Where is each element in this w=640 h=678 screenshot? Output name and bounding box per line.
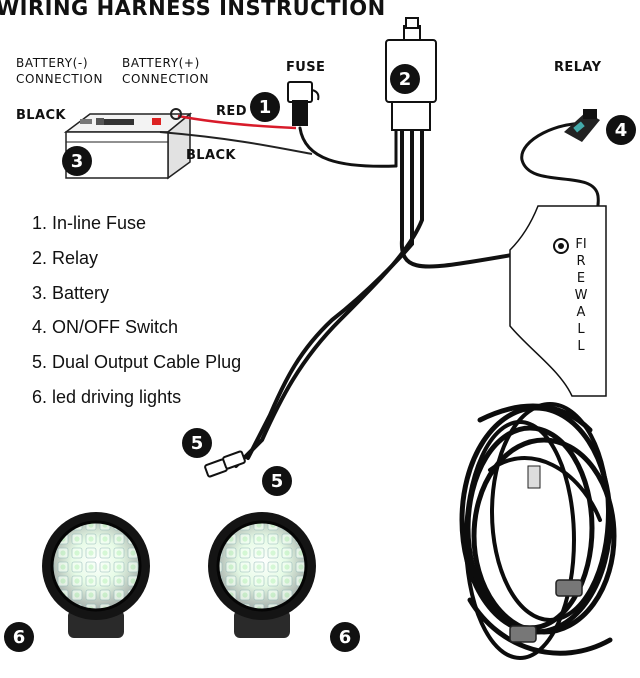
battery-neg-sub-label: CONNECTION xyxy=(16,72,104,86)
badge-plug-left: 5 xyxy=(182,428,212,458)
badge-light-right: 6 xyxy=(330,622,360,652)
black-label-left: BLACK xyxy=(16,108,66,123)
legend-item-relay: 2. Relay xyxy=(32,247,99,268)
legend-item-lights: 6. led driving lights xyxy=(32,386,182,407)
firewall-label: FIREWALL xyxy=(574,237,588,354)
legend-item-plug: 5. Dual Output Cable Plug xyxy=(32,352,242,373)
battery-pos-label: BATTERY(+) xyxy=(122,56,200,70)
badge-battery: 3 xyxy=(62,146,92,176)
badge-relay: 2 xyxy=(390,64,420,94)
ring-terminal-icon xyxy=(170,108,182,120)
badge-plug-right: 5 xyxy=(262,466,292,496)
page-title: WIRING HARNESS INSTRUCTION xyxy=(0,0,386,20)
badge-light-left: 6 xyxy=(4,622,34,652)
dual-output-plug-icon xyxy=(204,450,246,478)
ground-wire xyxy=(159,131,313,155)
fuse-label: FUSE xyxy=(286,60,326,75)
badge-switch: 4 xyxy=(606,115,636,145)
black-label-bottom: BLACK xyxy=(186,148,236,163)
fuse-holder-icon xyxy=(287,81,320,126)
legend-item-fuse: 1. In-line Fuse xyxy=(32,213,147,233)
relay-label: RELAY xyxy=(554,60,602,75)
battery-neg-label: BATTERY(-) xyxy=(16,56,89,70)
battery-icon xyxy=(63,112,193,180)
red-label: RED xyxy=(216,104,247,119)
firewall-panel xyxy=(509,205,607,397)
component-legend: 1. In-line Fuse 2. Relay 3. Battery 4. O… xyxy=(32,208,241,417)
legend-item-battery: 3. Battery xyxy=(32,282,110,303)
harness-connectors xyxy=(509,465,583,643)
legend-item-switch: 4. ON/OFF Switch xyxy=(32,317,179,338)
battery-pos-sub-label: CONNECTION xyxy=(122,72,210,86)
red-wire xyxy=(177,114,297,130)
harness-coil-icon xyxy=(459,402,617,660)
badge-fuse: 1 xyxy=(250,92,280,122)
switch-icon xyxy=(564,109,600,142)
led-light-left xyxy=(42,512,150,638)
led-light-right xyxy=(208,512,316,638)
